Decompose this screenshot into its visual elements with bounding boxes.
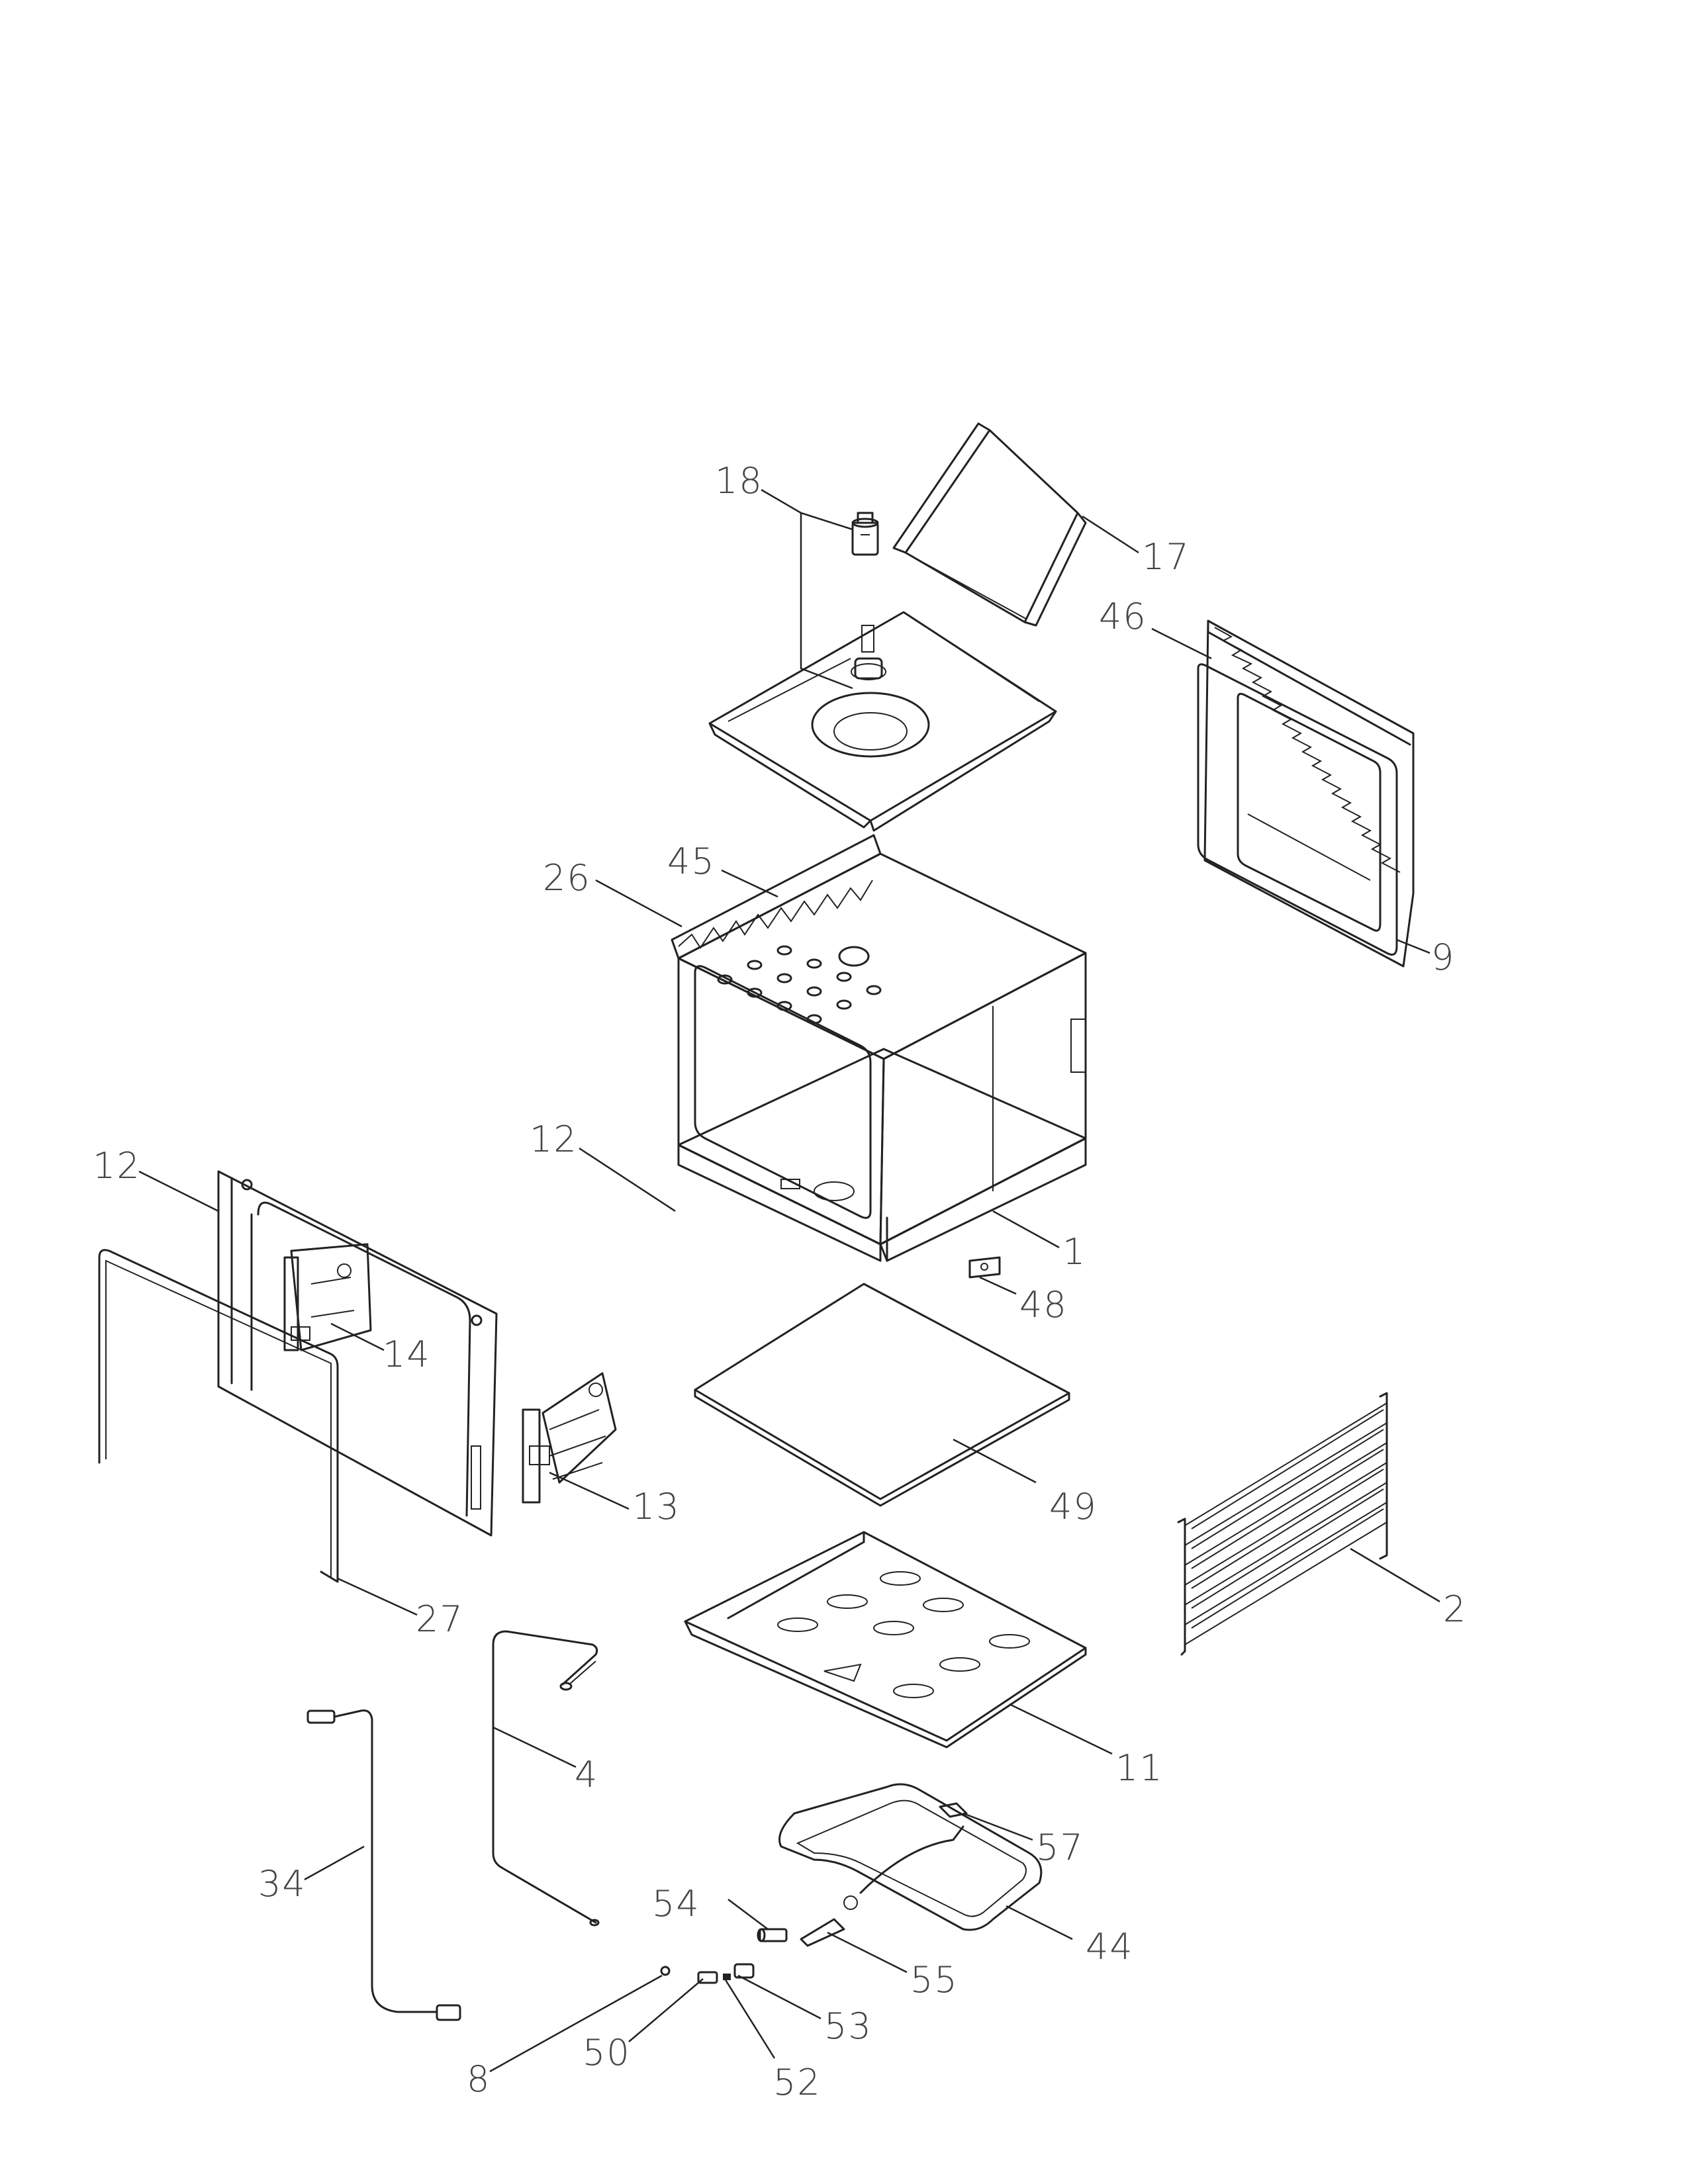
callout-labels: 18 17 46 45 26 9 12 1 48 12 14 13 49 2 2… bbox=[93, 460, 1467, 2103]
callout-53: 53 bbox=[824, 2005, 872, 2047]
part-8-orifice bbox=[660, 1966, 671, 1976]
callout-34: 34 bbox=[258, 1863, 306, 1905]
callout-46: 46 bbox=[1099, 596, 1147, 637]
part-27-gasket bbox=[98, 1249, 339, 1583]
part-1-oven-cavity bbox=[671, 834, 1087, 1262]
callout-17: 17 bbox=[1142, 536, 1190, 578]
callout-9: 9 bbox=[1431, 936, 1455, 978]
part-49-oven-bottom bbox=[694, 1283, 1070, 1507]
callout-44: 44 bbox=[1086, 1926, 1134, 1968]
callout-8: 8 bbox=[467, 2058, 491, 2100]
part-57-clip bbox=[939, 1802, 968, 1818]
callout-55: 55 bbox=[910, 1959, 959, 2001]
callout-49: 49 bbox=[1049, 1486, 1098, 1527]
callout-48: 48 bbox=[1019, 1284, 1068, 1326]
part-44-burner-ring bbox=[778, 1783, 1043, 1947]
callout-14: 14 bbox=[383, 1334, 431, 1375]
callout-2: 2 bbox=[1443, 1588, 1467, 1630]
leader-lines bbox=[138, 488, 1440, 2073]
part-34-thermocouple bbox=[306, 1709, 461, 2021]
callout-50: 50 bbox=[583, 2032, 631, 2073]
callout-27: 27 bbox=[416, 1598, 464, 1640]
part-9-door-frame bbox=[1197, 619, 1415, 968]
callout-26: 26 bbox=[543, 857, 591, 899]
callout-4: 4 bbox=[575, 1754, 598, 1796]
callout-45: 45 bbox=[667, 841, 716, 882]
part-18-control-knob bbox=[851, 512, 879, 556]
callout-18: 18 bbox=[715, 460, 763, 502]
part-54-nozzle bbox=[757, 1928, 788, 1942]
callout-52: 52 bbox=[773, 2062, 821, 2103]
callout-57: 57 bbox=[1036, 1827, 1084, 1868]
part-12-front-frame bbox=[217, 1170, 498, 1537]
part-2-oven-rack bbox=[1177, 1392, 1388, 1656]
part-48-bracket bbox=[968, 1256, 1001, 1279]
callout-54: 54 bbox=[652, 1883, 700, 1925]
part-11-burner-baffle bbox=[684, 1531, 1087, 1749]
part-50-fitting bbox=[697, 1971, 718, 1984]
cavity-vent-holes bbox=[717, 945, 882, 1024]
callout-11: 11 bbox=[1115, 1747, 1164, 1789]
callout-12-cavity: 12 bbox=[530, 1118, 578, 1160]
part-53-valve-body bbox=[733, 1963, 755, 1979]
callout-1: 1 bbox=[1062, 1231, 1086, 1273]
part-17-flue-deflector bbox=[892, 422, 1087, 627]
part-52-spring bbox=[723, 1974, 731, 1980]
oven-top-panel bbox=[708, 611, 1057, 832]
callout-13: 13 bbox=[632, 1486, 680, 1527]
part-14-hinge-receptacle bbox=[283, 1243, 372, 1351]
part-46-insulation-strip bbox=[1214, 627, 1401, 873]
part-4-gas-tube bbox=[492, 1630, 600, 1927]
callout-12-frame: 12 bbox=[93, 1145, 141, 1187]
part-13-door-hinge bbox=[522, 1372, 617, 1504]
